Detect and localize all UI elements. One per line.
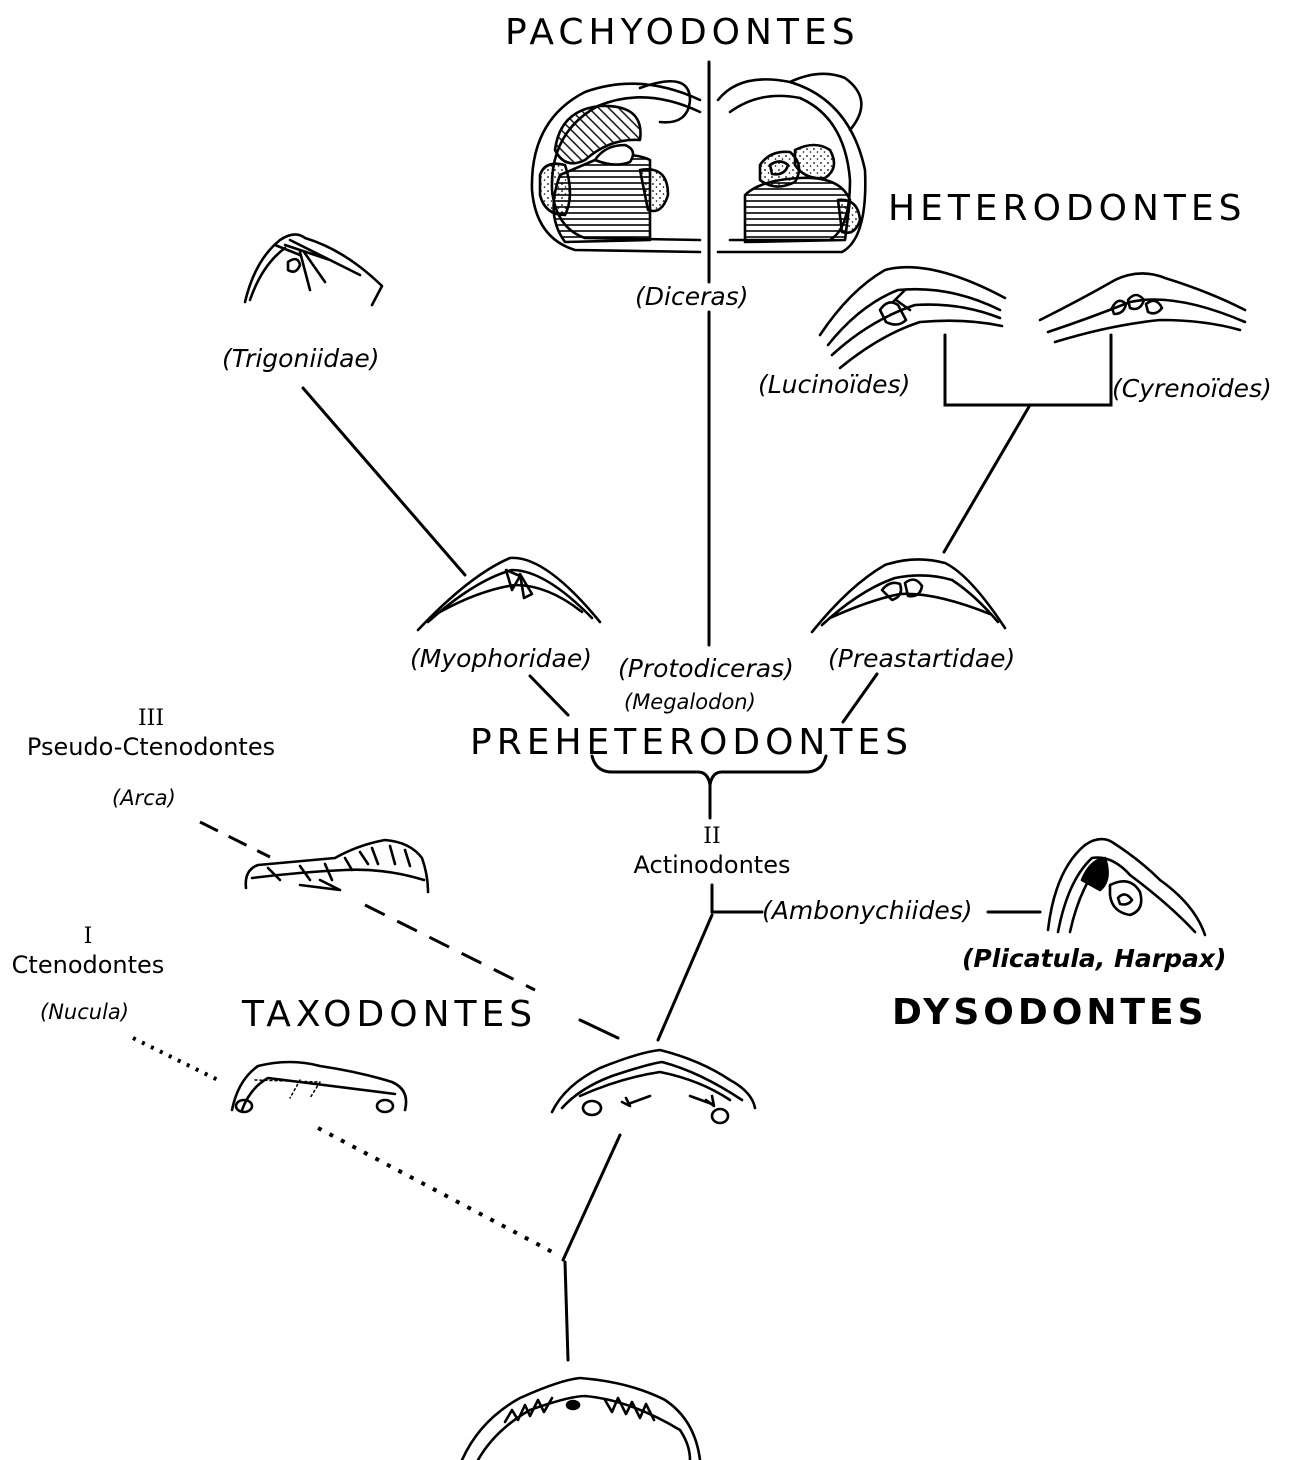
group-ctenodontes: I Ctenodontes: [8, 922, 168, 980]
dysodontes-shell: [1048, 839, 1205, 935]
root-shell: [462, 1378, 700, 1460]
branch-root: [565, 1262, 568, 1360]
taxon-megalodon: (Megalodon): [624, 690, 756, 714]
taxon-lucinoides: (Lucinoïdes): [758, 370, 910, 399]
clade-heterodontes: HETERODONTES: [888, 188, 1246, 229]
branch-myophoridae: [530, 676, 568, 715]
taxon-cyrenoides: (Cyrenoïdes): [1112, 374, 1272, 403]
taxon-myophoridae: (Myophoridae): [410, 644, 592, 673]
taxodontes-shell: [552, 1050, 755, 1123]
taxon-diceras: (Diceras): [635, 282, 748, 311]
taxon-ambonychiides: (Ambonychiides): [762, 896, 973, 925]
group-actinodontes-name: Actinodontes: [634, 851, 791, 879]
preastartidae-shell: [812, 559, 1005, 632]
branch-actinodontes-base: [658, 915, 712, 1040]
branch-nucula-lower: [318, 1128, 558, 1255]
branch-preastartidae: [843, 674, 877, 722]
taxon-arca: (Arca): [112, 786, 176, 810]
cyrenoides-shell: [1040, 273, 1245, 342]
diceras-right-shell: [718, 74, 865, 252]
group-ctenodontes-name: Ctenodontes: [12, 951, 165, 979]
trigoniidae-shell: [245, 234, 382, 305]
taxon-nucula: (Nucula): [40, 1000, 129, 1024]
group-pseudo-ctenodontes-name: Pseudo-Ctenodontes: [27, 733, 275, 761]
clade-taxodontes: TAXODONTES: [242, 994, 537, 1035]
lucinoides-shell: [820, 267, 1005, 368]
branch-nucula-upper: [133, 1038, 222, 1082]
taxon-preastartidae: (Preastartidae): [828, 644, 1015, 673]
branch-heterodontes: [944, 405, 1030, 552]
clade-dysodontes: DYSODONTES: [892, 992, 1208, 1033]
branch-arca-upper: [200, 822, 270, 857]
group-actinodontes-numeral: II: [614, 822, 810, 851]
branch-heterodontes-bracket: [945, 335, 1111, 405]
group-pseudo-ctenodontes: III Pseudo-Ctenodontes: [10, 704, 292, 762]
group-actinodontes: II Actinodontes: [614, 822, 810, 880]
myophoridae-shell: [418, 558, 600, 630]
taxon-plicatula-harpax: (Plicatula, Harpax): [962, 944, 1226, 973]
clade-preheterodontes: PREHETERODONTES: [470, 722, 913, 763]
taxon-protodiceras: (Protodiceras): [618, 654, 794, 683]
branch-taxodontes-tick: [580, 1020, 618, 1038]
taxon-trigoniidae: (Trigoniidae): [222, 344, 380, 373]
nucula-shell: [232, 1062, 406, 1112]
pseudo-ctenodontes-lines: [200, 822, 535, 990]
clade-pachyodontes: PACHYODONTES: [505, 12, 860, 53]
branch-taxodontes-base: [563, 1135, 620, 1260]
group-pseudo-ctenodontes-numeral: III: [10, 704, 292, 733]
branch-arca-lower: [365, 905, 535, 990]
arca-shell: [246, 840, 428, 892]
diceras-left-shell: [532, 81, 700, 252]
group-ctenodontes-numeral: I: [8, 922, 168, 951]
branch-trigoniidae: [303, 388, 465, 575]
